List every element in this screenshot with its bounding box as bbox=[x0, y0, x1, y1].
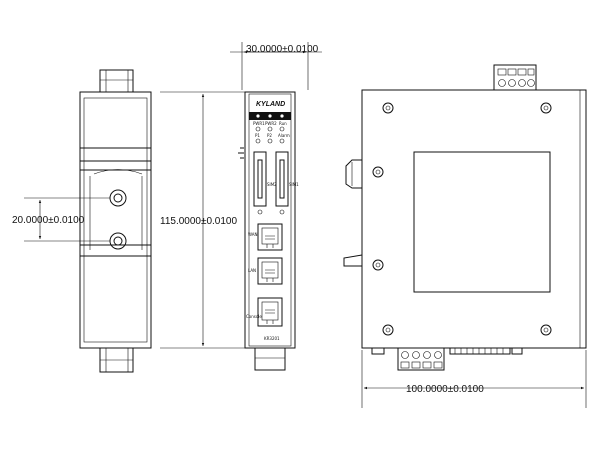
top-view: 100.0000±0.0100 bbox=[343, 64, 587, 408]
model-label: KR3201 bbox=[264, 336, 280, 341]
led-label: Run bbox=[279, 121, 287, 126]
sim-label: SIM1 bbox=[289, 182, 299, 187]
led-label: PWR2 bbox=[265, 121, 277, 126]
top-width-dimension: 30.0000±0.0100 bbox=[246, 44, 319, 55]
port-label-lan: LAN bbox=[248, 268, 256, 273]
depth-dimension: 100.0000±0.0100 bbox=[406, 384, 484, 395]
brand-logo: KYLAND bbox=[256, 101, 285, 108]
front-view: 30.0000±0.0100 115.0000±0.0100 KYLAND PW… bbox=[160, 42, 322, 371]
hole-spacing-dimension: 20.0000±0.0100 bbox=[12, 215, 85, 226]
sim-label: SIM2 bbox=[267, 182, 277, 187]
led-label: PWR1 bbox=[253, 121, 265, 126]
led-label: P2 bbox=[267, 133, 272, 138]
port-label-wan: WAN bbox=[248, 232, 257, 237]
port-label-console: Console bbox=[246, 314, 262, 319]
led-label: Alarm bbox=[278, 133, 290, 138]
side-view: 20.0000±0.0100 bbox=[12, 69, 152, 373]
led-label: P1 bbox=[255, 133, 260, 138]
height-dimension: 115.0000±0.0100 bbox=[160, 216, 237, 227]
